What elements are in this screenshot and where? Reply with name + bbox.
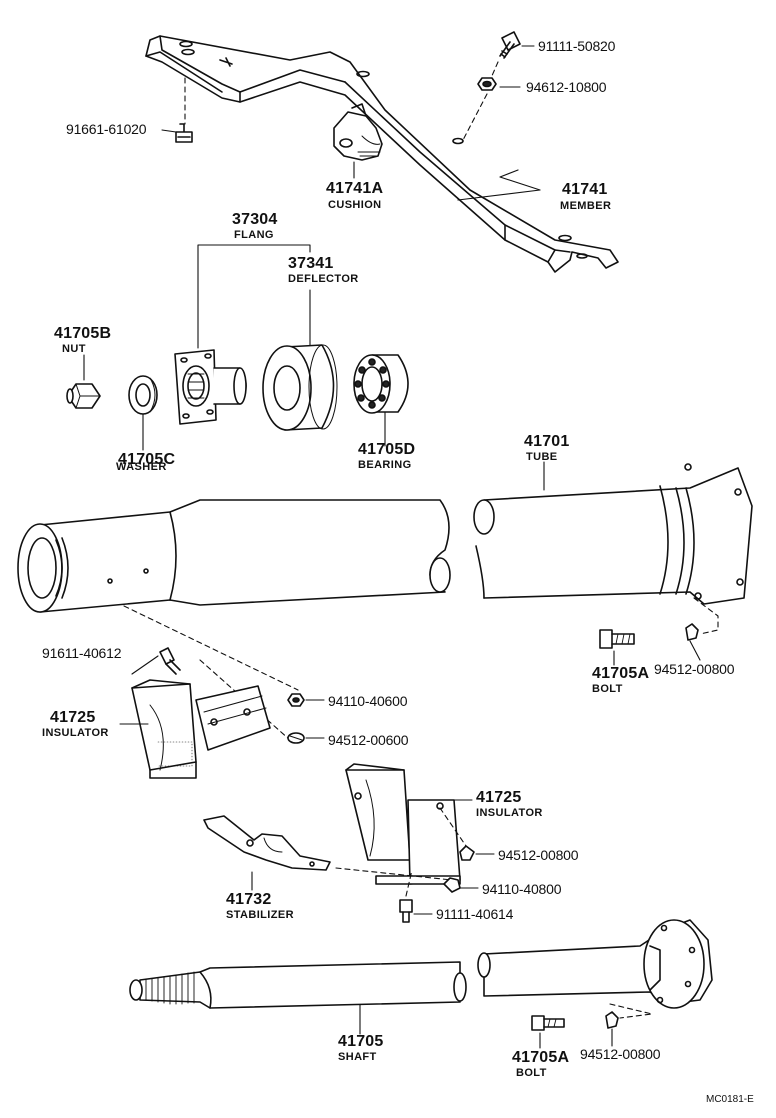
- label-91611-40612: 91611-40612: [42, 645, 122, 661]
- cushion-41741a-drawing: [333, 103, 383, 161]
- label-shaft: SHAFT: [338, 1051, 377, 1063]
- flange-37304-drawing: [174, 349, 247, 425]
- dashed-leaders-top: [184, 61, 499, 141]
- leaders-insulator-left: [119, 655, 325, 739]
- bolt-41705a-lower-drawing: [531, 1015, 565, 1031]
- nut-94110-40800-drawing: [443, 877, 461, 893]
- bearing-41705d-drawing: [353, 354, 409, 414]
- label-41725-left: 41725: [50, 709, 96, 726]
- member-crossmember: [145, 35, 619, 273]
- bolt-91611-40612-drawing: [159, 647, 181, 675]
- shaft-41705-right-drawing: [477, 919, 713, 1009]
- insulator-41725-left-drawing: [131, 679, 271, 779]
- leaders-shaft: [359, 1004, 613, 1049]
- label-41732: 41732: [226, 891, 272, 908]
- label-91111-40614: 91111-40614: [436, 906, 514, 922]
- label-91661-61020: 91661-61020: [66, 121, 147, 137]
- washer-41705c-drawing: [128, 375, 158, 415]
- shaft-41705-left-drawing: [129, 961, 467, 1009]
- label-41705d: 41705D: [358, 441, 416, 458]
- label-washer: WASHER: [116, 461, 167, 473]
- label-94612-10800: 94612-10800: [526, 79, 607, 95]
- nut-41705b-drawing: [66, 383, 101, 409]
- nut-94110-40600-drawing: [287, 693, 305, 707]
- washer-94512-00600-drawing: [287, 732, 305, 744]
- washer-94512-00800-lower-drawing: [605, 1011, 619, 1029]
- bolt-91661-61020-drawing: [175, 123, 193, 143]
- label-tube: TUBE: [526, 451, 558, 463]
- label-bearing: BEARING: [358, 459, 412, 471]
- leaders-tube: [613, 640, 701, 666]
- label-41705: 41705: [338, 1033, 384, 1050]
- label-94512-00600: 94512-00600: [328, 732, 409, 748]
- label-bolt-upper: BOLT: [592, 683, 623, 695]
- footer-code: MC0181-E: [706, 1094, 754, 1105]
- label-41701: 41701: [524, 433, 570, 450]
- washer-94512-00800-mid-drawing: [459, 845, 475, 861]
- stabilizer-41732-drawing: [203, 815, 331, 871]
- label-nut: NUT: [62, 343, 86, 355]
- label-41705b: 41705B: [54, 325, 112, 342]
- bolt-91111-50820-drawing: [499, 31, 521, 59]
- label-member: MEMBER: [560, 200, 612, 212]
- leaders-insulator-right: [413, 799, 495, 915]
- label-stabilizer: STABILIZER: [226, 909, 294, 921]
- label-94512-00800-lower: 94512-00800: [580, 1046, 661, 1062]
- label-94512-00800-upper: 94512-00800: [654, 661, 735, 677]
- label-41725-right: 41725: [476, 789, 522, 806]
- label-41741a: 41741A: [326, 180, 384, 197]
- dashed-tube-leaders: [123, 597, 719, 741]
- label-41705c: 41705C: [118, 451, 176, 468]
- leaders-top: [161, 45, 541, 201]
- label-insulator-left: INSULATOR: [42, 727, 109, 739]
- dashed-insulator-right: [335, 807, 467, 897]
- bolt-91111-40614-drawing: [399, 899, 413, 923]
- tube-41701-right-drawing: [473, 463, 753, 605]
- bolt-41705a-upper-drawing: [599, 629, 635, 649]
- label-94512-00800-mid: 94512-00800: [498, 847, 579, 863]
- nut-94612-10800-drawing: [477, 77, 497, 91]
- deflector-37341-drawing: [262, 344, 338, 431]
- label-41705a-upper: 41705A: [592, 665, 650, 682]
- label-flang: FLANG: [234, 229, 274, 241]
- label-91111-50820: 91111-50820: [538, 38, 616, 54]
- label-94110-40600: 94110-40600: [328, 693, 408, 709]
- dashed-shaft: [609, 1003, 653, 1019]
- label-37304: 37304: [232, 211, 278, 228]
- label-bolt-lower: BOLT: [516, 1067, 547, 1079]
- insulator-41725-right-drawing: [345, 763, 461, 885]
- flange-brackets: [197, 244, 311, 349]
- label-41705a-lower: 41705A: [512, 1049, 570, 1066]
- label-41741: 41741: [562, 181, 608, 198]
- leaders-mid: [83, 354, 545, 491]
- label-deflector: DEFLECTOR: [288, 273, 359, 285]
- label-insulator-right: INSULATOR: [476, 807, 543, 819]
- label-94110-40800: 94110-40800: [482, 881, 562, 897]
- washer-94512-00800-upper-drawing: [685, 623, 699, 641]
- label-cushion: CUSHION: [328, 199, 382, 211]
- label-37341: 37341: [288, 255, 334, 272]
- tube-41701-left-drawing: [17, 499, 451, 613]
